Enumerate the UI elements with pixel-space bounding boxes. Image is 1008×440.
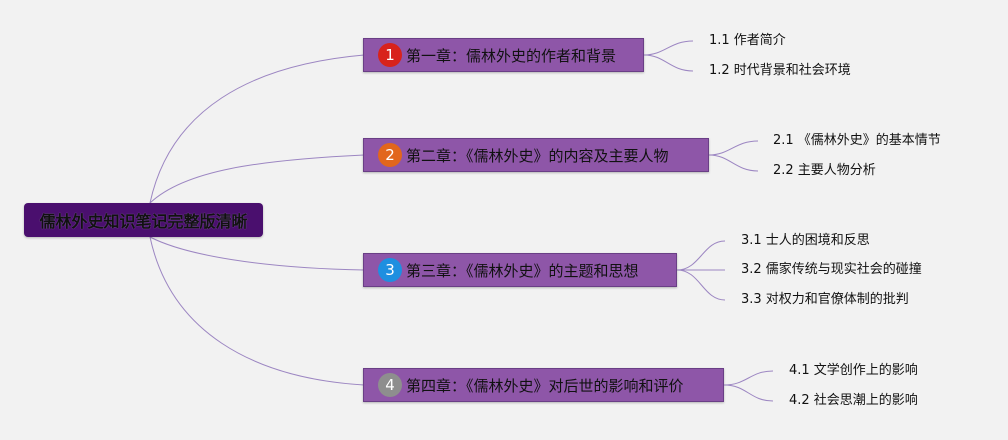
chapter-3-to-sub-3 xyxy=(676,269,726,301)
chapter-label: 第二章：《儒林外史》的内容及主要人物 xyxy=(406,146,669,165)
root-label: 儒林外史知识笔记完整版清晰 xyxy=(39,212,248,231)
chapter-node-1[interactable]: 1 第一章：儒林外史的作者和背景 xyxy=(363,38,644,72)
chapter-4-to-sub-1 xyxy=(723,370,774,386)
chapter-number-badge: 1 xyxy=(378,43,402,67)
chapter-1-to-sub-2 xyxy=(643,54,694,72)
chapter-2-to-sub-1 xyxy=(708,140,759,156)
topic-3-2[interactable]: 3.2 儒家传统与现实社会的碰撞 xyxy=(741,262,922,277)
chapter-2-to-sub-2 xyxy=(708,154,759,172)
root-to-chapter-2 xyxy=(149,154,365,204)
topic-1-1[interactable]: 1.1 作者简介 xyxy=(709,33,786,48)
topic-1-2[interactable]: 1.2 时代背景和社会环境 xyxy=(709,63,851,78)
chapter-label: 第三章：《儒林外史》的主题和思想 xyxy=(406,261,639,280)
chapter-3-to-sub-1 xyxy=(676,240,726,271)
topic-2-2[interactable]: 2.2 主要人物分析 xyxy=(773,163,876,178)
chapter-label: 第四章：《儒林外史》对后世的影响和评价 xyxy=(406,376,684,395)
topic-3-3[interactable]: 3.3 对权力和官僚体制的批判 xyxy=(741,292,909,307)
chapter-number-badge: 4 xyxy=(378,373,402,397)
topic-3-1[interactable]: 3.1 士人的困境和反思 xyxy=(741,233,870,248)
chapter-1-to-sub-1 xyxy=(643,40,694,56)
topic-4-1[interactable]: 4.1 文学创作上的影响 xyxy=(789,363,918,378)
chapter-number-badge: 3 xyxy=(378,258,402,282)
root-to-chapter-3 xyxy=(149,236,365,271)
root-to-chapter-4 xyxy=(149,236,365,386)
topic-4-2[interactable]: 4.2 社会思潮上的影响 xyxy=(789,393,918,408)
chapter-4-to-sub-2 xyxy=(723,384,774,402)
chapter-node-2[interactable]: 2 第二章：《儒林外史》的内容及主要人物 xyxy=(363,138,709,172)
topic-2-1[interactable]: 2.1 《儒林外史》的基本情节 xyxy=(773,133,941,148)
chapter-number-badge: 2 xyxy=(378,143,402,167)
chapter-node-4[interactable]: 4 第四章：《儒林外史》对后世的影响和评价 xyxy=(363,368,724,402)
root-node[interactable]: 儒林外史知识笔记完整版清晰 xyxy=(24,203,263,237)
chapter-node-3[interactable]: 3 第三章：《儒林外史》的主题和思想 xyxy=(363,253,677,287)
root-to-chapter-1 xyxy=(149,54,365,204)
chapter-label: 第一章：儒林外史的作者和背景 xyxy=(406,46,617,65)
